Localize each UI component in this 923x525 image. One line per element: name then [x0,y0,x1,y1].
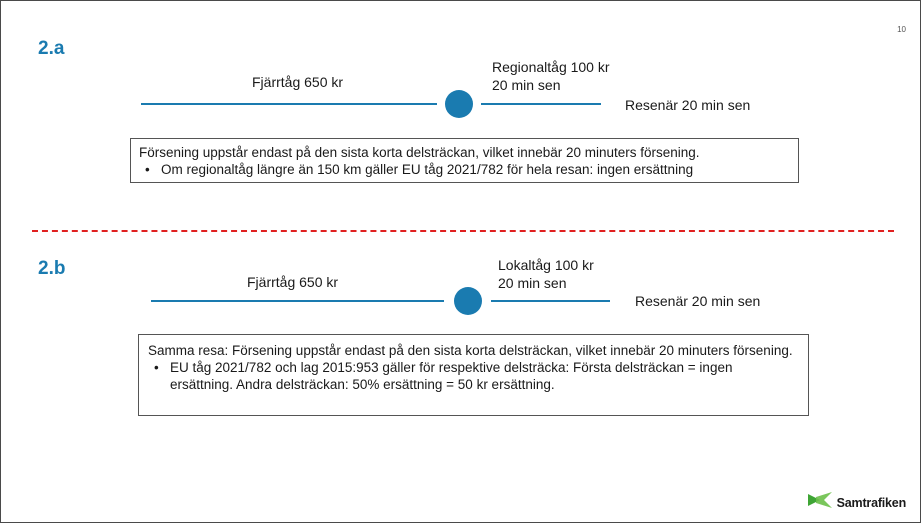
section-a-info-text: Försening uppstår endast på den sista ko… [139,145,700,160]
section-b-transfer-node [454,287,482,315]
section-a-label: 2.a [38,38,65,59]
section-a-regional-delay-label: 20 min sen [492,77,561,93]
section-a-traveller-delay-label: Resenär 20 min sen [625,97,751,113]
section-a-info-bullets: Om regionaltåg längre än 150 km gäller E… [139,161,790,178]
section-divider [32,230,894,232]
samtrafiken-logo: Samtrafiken [807,491,906,514]
section-b-info-box: Samma resa: Försening uppstår endast på … [138,334,809,416]
section-a-long-distance-label: Fjärrtåg 650 kr [252,74,344,90]
section-a-info-box: Försening uppstår endast på den sista ko… [130,138,799,183]
section-b-traveller-delay-label: Resenär 20 min sen [635,293,761,309]
section-b-local-line [491,300,610,302]
section-a-transfer-node [445,90,473,118]
section-b-long-distance-line [151,300,444,302]
samtrafiken-logo-icon [807,491,833,514]
section-b-info-text: Samma resa: Försening uppstår endast på … [148,343,793,358]
samtrafiken-logo-text: Samtrafiken [836,495,907,510]
section-b-long-distance-label: Fjärrtåg 650 kr [247,274,339,290]
section-a-regional-train-label: Regionaltåg 100 kr [492,59,610,75]
page-number: 10 [897,25,906,34]
section-b-local-train-label: Lokaltåg 100 kr [498,257,594,273]
section-a-regional-line [481,103,601,105]
section-b-local-delay-label: 20 min sen [498,275,567,291]
section-b-info-bullets: EU tåg 2021/782 och lag 2015:953 gäller … [148,359,799,393]
section-a-long-distance-line [141,103,437,105]
section-b-label: 2.b [38,258,66,279]
section-b-info-bullet: EU tåg 2021/782 och lag 2015:953 gäller … [154,359,799,393]
section-a-info-bullet: Om regionaltåg längre än 150 km gäller E… [145,161,790,178]
